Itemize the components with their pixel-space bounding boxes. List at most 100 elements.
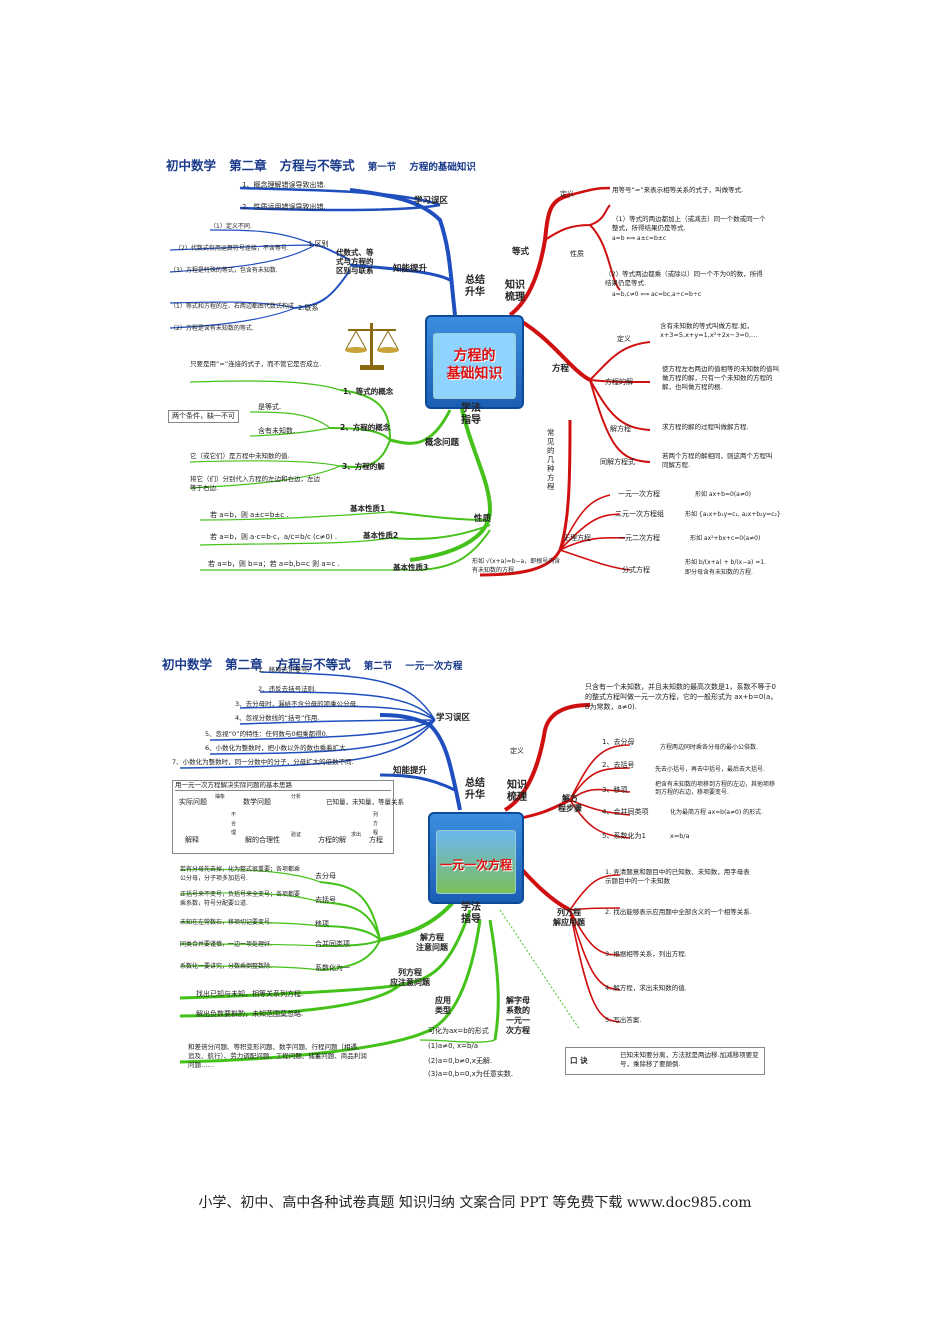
badge-title: 方程的 基础知识: [427, 347, 522, 383]
header-unit: 方程与不等式: [279, 158, 355, 173]
c2-a: 是等式.: [258, 403, 282, 411]
k1-node: 一元一次方程: [618, 490, 660, 498]
solve-text: 求方程的解的过程叫做解方程.: [662, 423, 749, 431]
c2-condition: 两个条件，缺一不可: [168, 410, 239, 423]
footer-ad: 小学、初中、高中各种试卷真题 知识归纳 文案合同 PPT 等免费下载 www.d…: [198, 1195, 752, 1211]
balance-scale-icon: [345, 323, 399, 370]
s4-text: 化为最简方程 ax=b(a≠0) 的形式.: [670, 809, 763, 816]
summary-label: 总结 升华: [465, 275, 485, 298]
s5-node: 5、系数化为1: [602, 832, 646, 840]
kinds-node: 常见的几种方程: [547, 428, 555, 491]
method-label: 学法 指导: [461, 902, 481, 925]
nature-1: （1）等式的两边都加上（或减去）同一个数或同一个整式，所得结果仍是等式.: [612, 215, 766, 232]
mistake-2: 2、性质运用错误导致出错.: [242, 203, 326, 211]
improve-node: 知能提升: [393, 264, 428, 274]
solution-node: 方程的解: [605, 378, 633, 386]
property-node: 性质: [474, 514, 492, 524]
link-node: 2.联系: [298, 304, 319, 312]
mistake-6: 6、小数化为整数时，把小数以外的数也乘着扩大.: [205, 744, 348, 752]
s2-node: 2、去括号: [602, 761, 635, 769]
header-section-title: 方程的基础知识: [409, 162, 476, 173]
a4-text: 4. 解方程，求出未知数的值.: [605, 984, 687, 992]
c3-a: 它（或它们）是方程中未知数的值.: [190, 452, 290, 460]
n1-text: 若有分母先去掉，化为整式很重要；各项都乘公分母，分子项多加括号.: [180, 866, 301, 882]
same-text: 若两个方程的解相同，则这两个方程叫同解方程.: [662, 452, 773, 469]
a1-text: 1. 弄清题意和题目中的已知数、未知数，用字母表示题目中的一个未知数: [605, 868, 750, 885]
nature-2: （2）等式两边都乘（或除以）同一个不为0的数，所得结果仍是等式.: [605, 270, 763, 287]
app-type-node: 应用 类型: [435, 996, 451, 1015]
mistake-3: 3、去分母时，漏给不含分母的项乘公分母.: [235, 700, 359, 708]
mistake-2: 2、违反去括号法则.: [258, 685, 317, 693]
letter-3: (3)a=0,b=0,x为任意实数.: [428, 1070, 514, 1078]
letter-2: (2)a=0,b≠0,x无解.: [428, 1057, 493, 1065]
nature-2-formula: a=b,c≠0 ⟺ ac=bc,a÷c=b÷c: [612, 291, 702, 298]
knowledge-label: 知识 梳理: [505, 280, 525, 303]
flow-de: 求出: [351, 832, 362, 838]
badge-title: 一元一次方程: [439, 858, 512, 872]
learning-mistakes-node: 学习误区: [436, 713, 471, 723]
nature-node: 性质: [570, 250, 584, 258]
topic-badge: 一元一次方程: [428, 812, 524, 904]
mindmap-section-1: 初中数学 第二章 方程与不等式 第一节 方程的基础知识 方程的 基础知识 总结 …: [150, 150, 790, 590]
p3-text: 若 a=b，则 b=a；若 a=b,b=c 则 a=c .: [208, 560, 340, 568]
equations-node: 方程: [552, 364, 570, 374]
flow-g: 解释: [185, 836, 199, 844]
same-node: 同解方程式: [600, 458, 635, 466]
n4-text: 同类合并要谨慎，一边一项处理好.: [180, 941, 272, 948]
flow-f: 解的合理性: [245, 836, 280, 844]
n5-node: 系数化为一: [315, 964, 350, 972]
learning-mistakes-node: 学习误区: [414, 196, 449, 206]
header-section: 第一节: [367, 162, 397, 173]
solve-node: 解方程: [610, 425, 631, 433]
diff-1: （1）定义不同.: [210, 223, 252, 230]
tip-text: 已知未知要分离，方法就是两边移.加减移项要变号，乘除移了要颠倒.: [620, 1051, 759, 1068]
notice-node: 解方程 注意问题: [416, 933, 448, 952]
solution-text: 使方程左右两边的值相等的未知数的值叫做方程的解，只有一个未知数的方程的解，也叫做…: [662, 365, 779, 391]
header-chapter: 第二章: [229, 158, 267, 173]
a3-text: 3. 根据相等关系，列出方程.: [605, 950, 687, 958]
header-course: 初中数学: [166, 158, 217, 173]
mistake-4: 4、忽视分数线的“括号”作用.: [235, 714, 320, 722]
n3-text: 未知在左常数右，移项切记要变号.: [180, 919, 272, 926]
app-type-text: 和差倍分问题、等积变形问题、数字问题、行程问题（相遇、追及、航行）、劳力调配问题…: [188, 1043, 367, 1069]
relation-node: 代数式、等 式与方程的 区别与联系: [336, 248, 374, 275]
flow-c: 已知量，未知量，等量关系: [326, 798, 404, 806]
s5-text: x=b/a: [670, 832, 690, 840]
letter-head: 可化为ax=b的形式: [428, 1027, 489, 1035]
flow-title: 用一元一次方程解决实际问题的基本思路: [175, 781, 391, 791]
tip-label: 口 诀: [570, 1056, 588, 1065]
s4-node: 4、合并同类项: [602, 808, 649, 816]
letter-coef-node: 解字母系数的一元一次方程: [506, 996, 530, 1035]
flow-bc: 分析: [291, 794, 302, 800]
k1-text: 形如 ax+b=0(a≠0): [695, 491, 752, 498]
mistake-1: 1、移项忘记变号.: [258, 666, 310, 674]
def-text: 用等号“=”来表示相等关系的式子，叫做等式.: [612, 186, 744, 194]
flow-cd: 列方程: [373, 812, 379, 836]
k2-node: 二元一次方程组: [615, 510, 664, 518]
irrational-node: 无理方程: [563, 534, 591, 542]
link-2: （2）方程是含有未知数的等式.: [170, 325, 254, 332]
badge-inner: [433, 333, 516, 399]
fdef-node: 定义: [617, 335, 631, 343]
p1-text: 若 a=b，则 a±c=b±c .: [210, 511, 289, 519]
mistake-1: 1、概念理解错误导致出错.: [242, 181, 326, 189]
difference-node: 1.区别: [308, 240, 329, 248]
k4-text: 形如 b/(x+a) + b/(x−a) =1.: [685, 559, 766, 566]
badge-title-line2: 基础知识: [446, 366, 503, 382]
nature-1-formula: a=b ⟺ a±c=b±c: [612, 235, 667, 242]
flow-e: 方程的解: [318, 836, 346, 844]
letter-1: (1)a≠0, x=b/a: [428, 1042, 479, 1050]
s1-text: 方程两边同时乘各分母的最小公倍数.: [660, 744, 758, 751]
k4-text-2: 即分母含有未知数的方程.: [685, 569, 753, 576]
c1-node: 1、等式的概念: [343, 387, 394, 396]
list-notice-node: 列方程 应注意问题: [390, 968, 430, 987]
a2-text: 2. 找出能够表示应用题中全部含义的一个相等关系.: [605, 908, 752, 916]
link-1: （1）等式和方程的左、右两边都由代数式构成.: [170, 303, 296, 310]
c2-node: 2、方程的概念: [340, 423, 391, 432]
def-text: 只含有一个未知数，并且未知数的最高次数是1，系数不等于0的整式方程叫做一元一次方…: [585, 683, 778, 711]
c3-b: 将它（们）分别代入方程的左边和右边，左边等于右边.: [190, 475, 320, 492]
map1-header: 初中数学 第二章 方程与不等式 第一节 方程的基础知识: [166, 155, 476, 174]
diff-3: （3）方程是特殊的等式，包含有未知数.: [170, 267, 278, 274]
def-node: 定义: [510, 747, 524, 755]
mistake-7: 7、小数化为整数时，同一分数中的分子，分母扩大的倍数不同.: [172, 758, 354, 766]
